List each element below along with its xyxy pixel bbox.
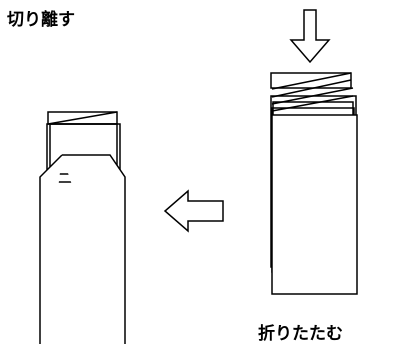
cut-label: 切り離す [7, 10, 75, 30]
fold-crease [271, 95, 354, 112]
down-arrow-icon [289, 9, 331, 64]
fold-top-sheet [270, 72, 352, 89]
folded-stack [270, 72, 358, 295]
left-arrow-icon [163, 189, 224, 233]
piece-body [39, 154, 126, 344]
fold-crease [271, 87, 354, 105]
piece-diagonal [47, 111, 118, 125]
fold-crease [271, 72, 352, 90]
fold-front [271, 114, 358, 295]
fold-label: 折りたたむ [258, 324, 343, 344]
separated-piece [39, 111, 126, 344]
